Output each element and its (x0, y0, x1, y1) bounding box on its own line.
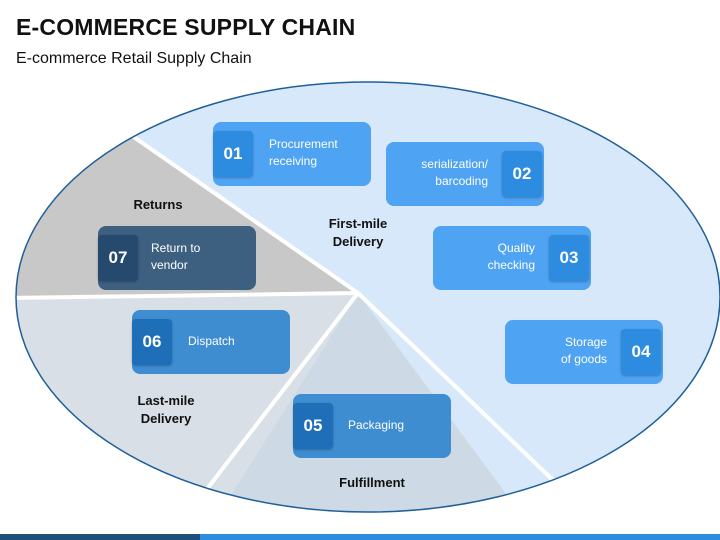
step-number-badge: 03 (549, 235, 589, 281)
footer-bar-dark (0, 534, 200, 540)
step-label: Packaging (348, 418, 405, 432)
diagram-outline (15, 81, 720, 513)
page-title: E-COMMERCE SUPPLY CHAIN (16, 14, 356, 40)
step-number-badge: 04 (621, 329, 661, 375)
step-label: Return to vendor (151, 241, 201, 272)
step-number-badge: 01 (213, 131, 253, 177)
step-label: serialization/ barcoding (421, 157, 488, 188)
step-07-card: 07 Return to vendor (98, 226, 256, 290)
segment-label-fulfillment: Fulfillment (339, 475, 405, 490)
page-subtitle: E-commerce Retail Supply Chain (16, 50, 252, 67)
step-label: Procurement receiving (269, 137, 338, 168)
step-label: Quality checking (487, 241, 535, 272)
step-number-badge: 05 (293, 403, 333, 449)
separator-line (356, 291, 558, 485)
step-label: Dispatch (188, 334, 235, 348)
step-number-badge: 06 (132, 319, 172, 365)
step-number-badge: 02 (502, 151, 542, 197)
step-number-badge: 07 (98, 235, 138, 281)
step-05-card: 05 Packaging (293, 394, 451, 458)
step-02-card: serialization/ barcoding 02 (386, 142, 544, 206)
step-03-card: Quality checking 03 (433, 226, 591, 290)
segment-label-last-mile: Last-mile Delivery (137, 393, 195, 426)
separator-line (16, 291, 359, 300)
segment-label-first-mile: First-mile Delivery (328, 216, 388, 249)
step-04-card: Storage of goods 04 (505, 320, 663, 384)
segment-label-returns: Returns (133, 197, 183, 212)
separator-line (116, 124, 360, 295)
footer-bar-light (200, 534, 720, 540)
separator-line (198, 291, 360, 500)
step-01-card: 01 Procurement receiving (213, 122, 371, 186)
step-label: Storage of goods (560, 335, 607, 366)
step-06-card: 06 Dispatch (132, 310, 290, 374)
